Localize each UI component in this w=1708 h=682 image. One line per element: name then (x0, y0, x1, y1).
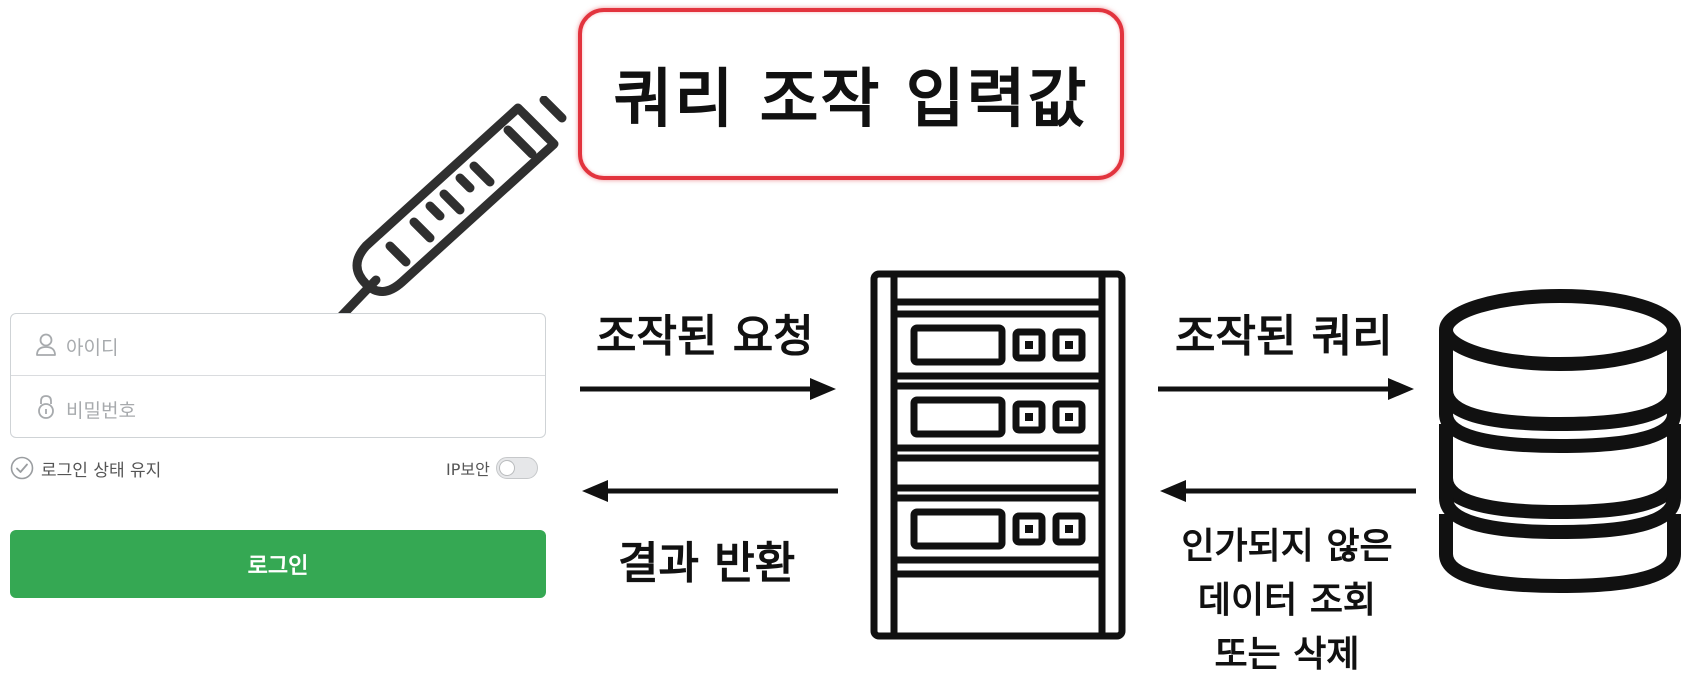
toggle-knob (498, 460, 515, 476)
keep-login-checkbox[interactable]: 로그인 상태 유지 (10, 456, 162, 481)
unauthorized-line: 또는 삭제 (1214, 634, 1360, 675)
manipulated-query-label: 조작된 쿼리 (1175, 311, 1393, 362)
login-fields: 아이디 비밀번호 (10, 313, 546, 438)
syringe-icon (323, 96, 567, 335)
check-circle-icon (10, 456, 34, 480)
ip-security-toggle[interactable] (495, 457, 538, 479)
password-placeholder: 비밀번호 (66, 400, 136, 422)
lock-icon (38, 395, 54, 419)
login-button-label: 로그인 (247, 554, 309, 579)
unauthorized-access-label: 인가되지 않은 데이터 조회 또는 삭제 (1160, 520, 1414, 682)
title-box: 쿼리 조작 입력값 (578, 8, 1124, 180)
password-field[interactable]: 비밀번호 (11, 376, 545, 438)
id-field[interactable]: 아이디 (11, 314, 545, 376)
unauthorized-line: 데이터 조회 (1197, 580, 1377, 621)
id-placeholder: 아이디 (66, 337, 119, 359)
arrow-return (582, 480, 838, 502)
ip-security: IP보안 (446, 456, 538, 480)
database-icon (1439, 289, 1681, 593)
login-button[interactable]: 로그인 (10, 530, 546, 598)
server-rack-icon (870, 270, 1126, 640)
result-return-label: 결과 반환 (618, 538, 796, 589)
ip-security-label: IP보안 (446, 460, 490, 479)
keep-login-label: 로그인 상태 유지 (41, 460, 162, 481)
user-icon (36, 333, 56, 356)
diagram-title: 쿼리 조작 입력값 (613, 63, 1089, 137)
arrow-result (1160, 480, 1416, 502)
manipulated-request-label: 조작된 요청 (596, 311, 814, 362)
arrow-request (580, 378, 836, 400)
arrow-query (1158, 378, 1414, 400)
unauthorized-line: 인가되지 않은 (1181, 526, 1393, 567)
